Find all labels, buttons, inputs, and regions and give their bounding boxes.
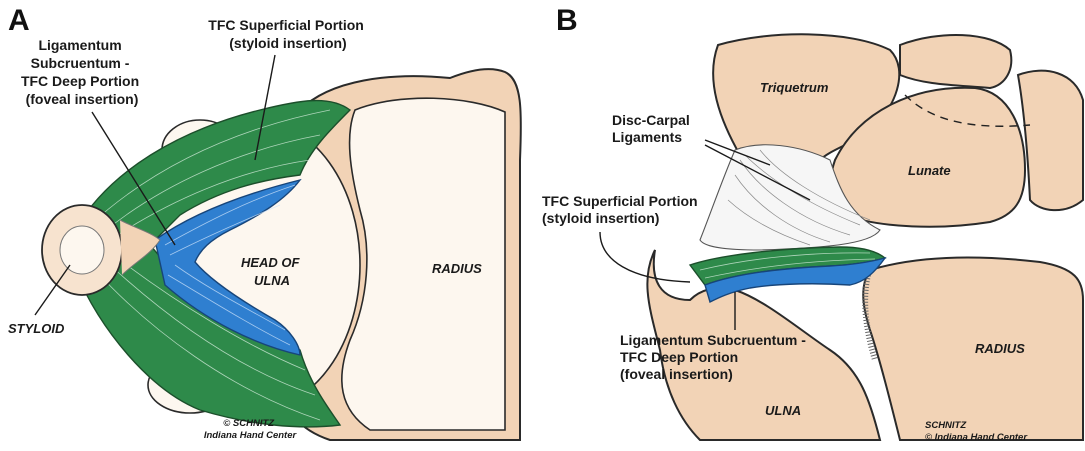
radius-label-b: RADIUS (975, 341, 1025, 356)
styloid-tip (60, 226, 104, 274)
tfc-superficial-label-a: TFC Superficial Portion (styloid inserti… (208, 17, 367, 51)
lunate-label: Lunate (908, 163, 951, 178)
scaphoid-bone (1018, 71, 1083, 210)
ligamentum-label-a: Ligamentum Subcruentum - TFC Deep Portio… (21, 37, 143, 107)
styloid-label: STYLOID (8, 321, 65, 336)
triquetrum-label: Triquetrum (760, 80, 829, 95)
radius-label-a: RADIUS (432, 261, 482, 276)
radius-bone-b (863, 257, 1083, 440)
panel-a: A Ligamentum (8, 4, 521, 441)
panel-a-letter: A (8, 4, 30, 37)
disc-carpal-label: Disc-Carpal Ligaments (612, 112, 694, 145)
panel-b: B Triquetrum Lunate (542, 4, 1083, 443)
capitate-bone (900, 35, 1011, 88)
ulna-label-b: ULNA (765, 403, 801, 418)
panel-b-letter: B (556, 4, 578, 37)
tfc-superficial-leader-b (600, 232, 690, 282)
tfc-superficial-label-b: TFC Superficial Portion (styloid inserti… (542, 193, 701, 226)
